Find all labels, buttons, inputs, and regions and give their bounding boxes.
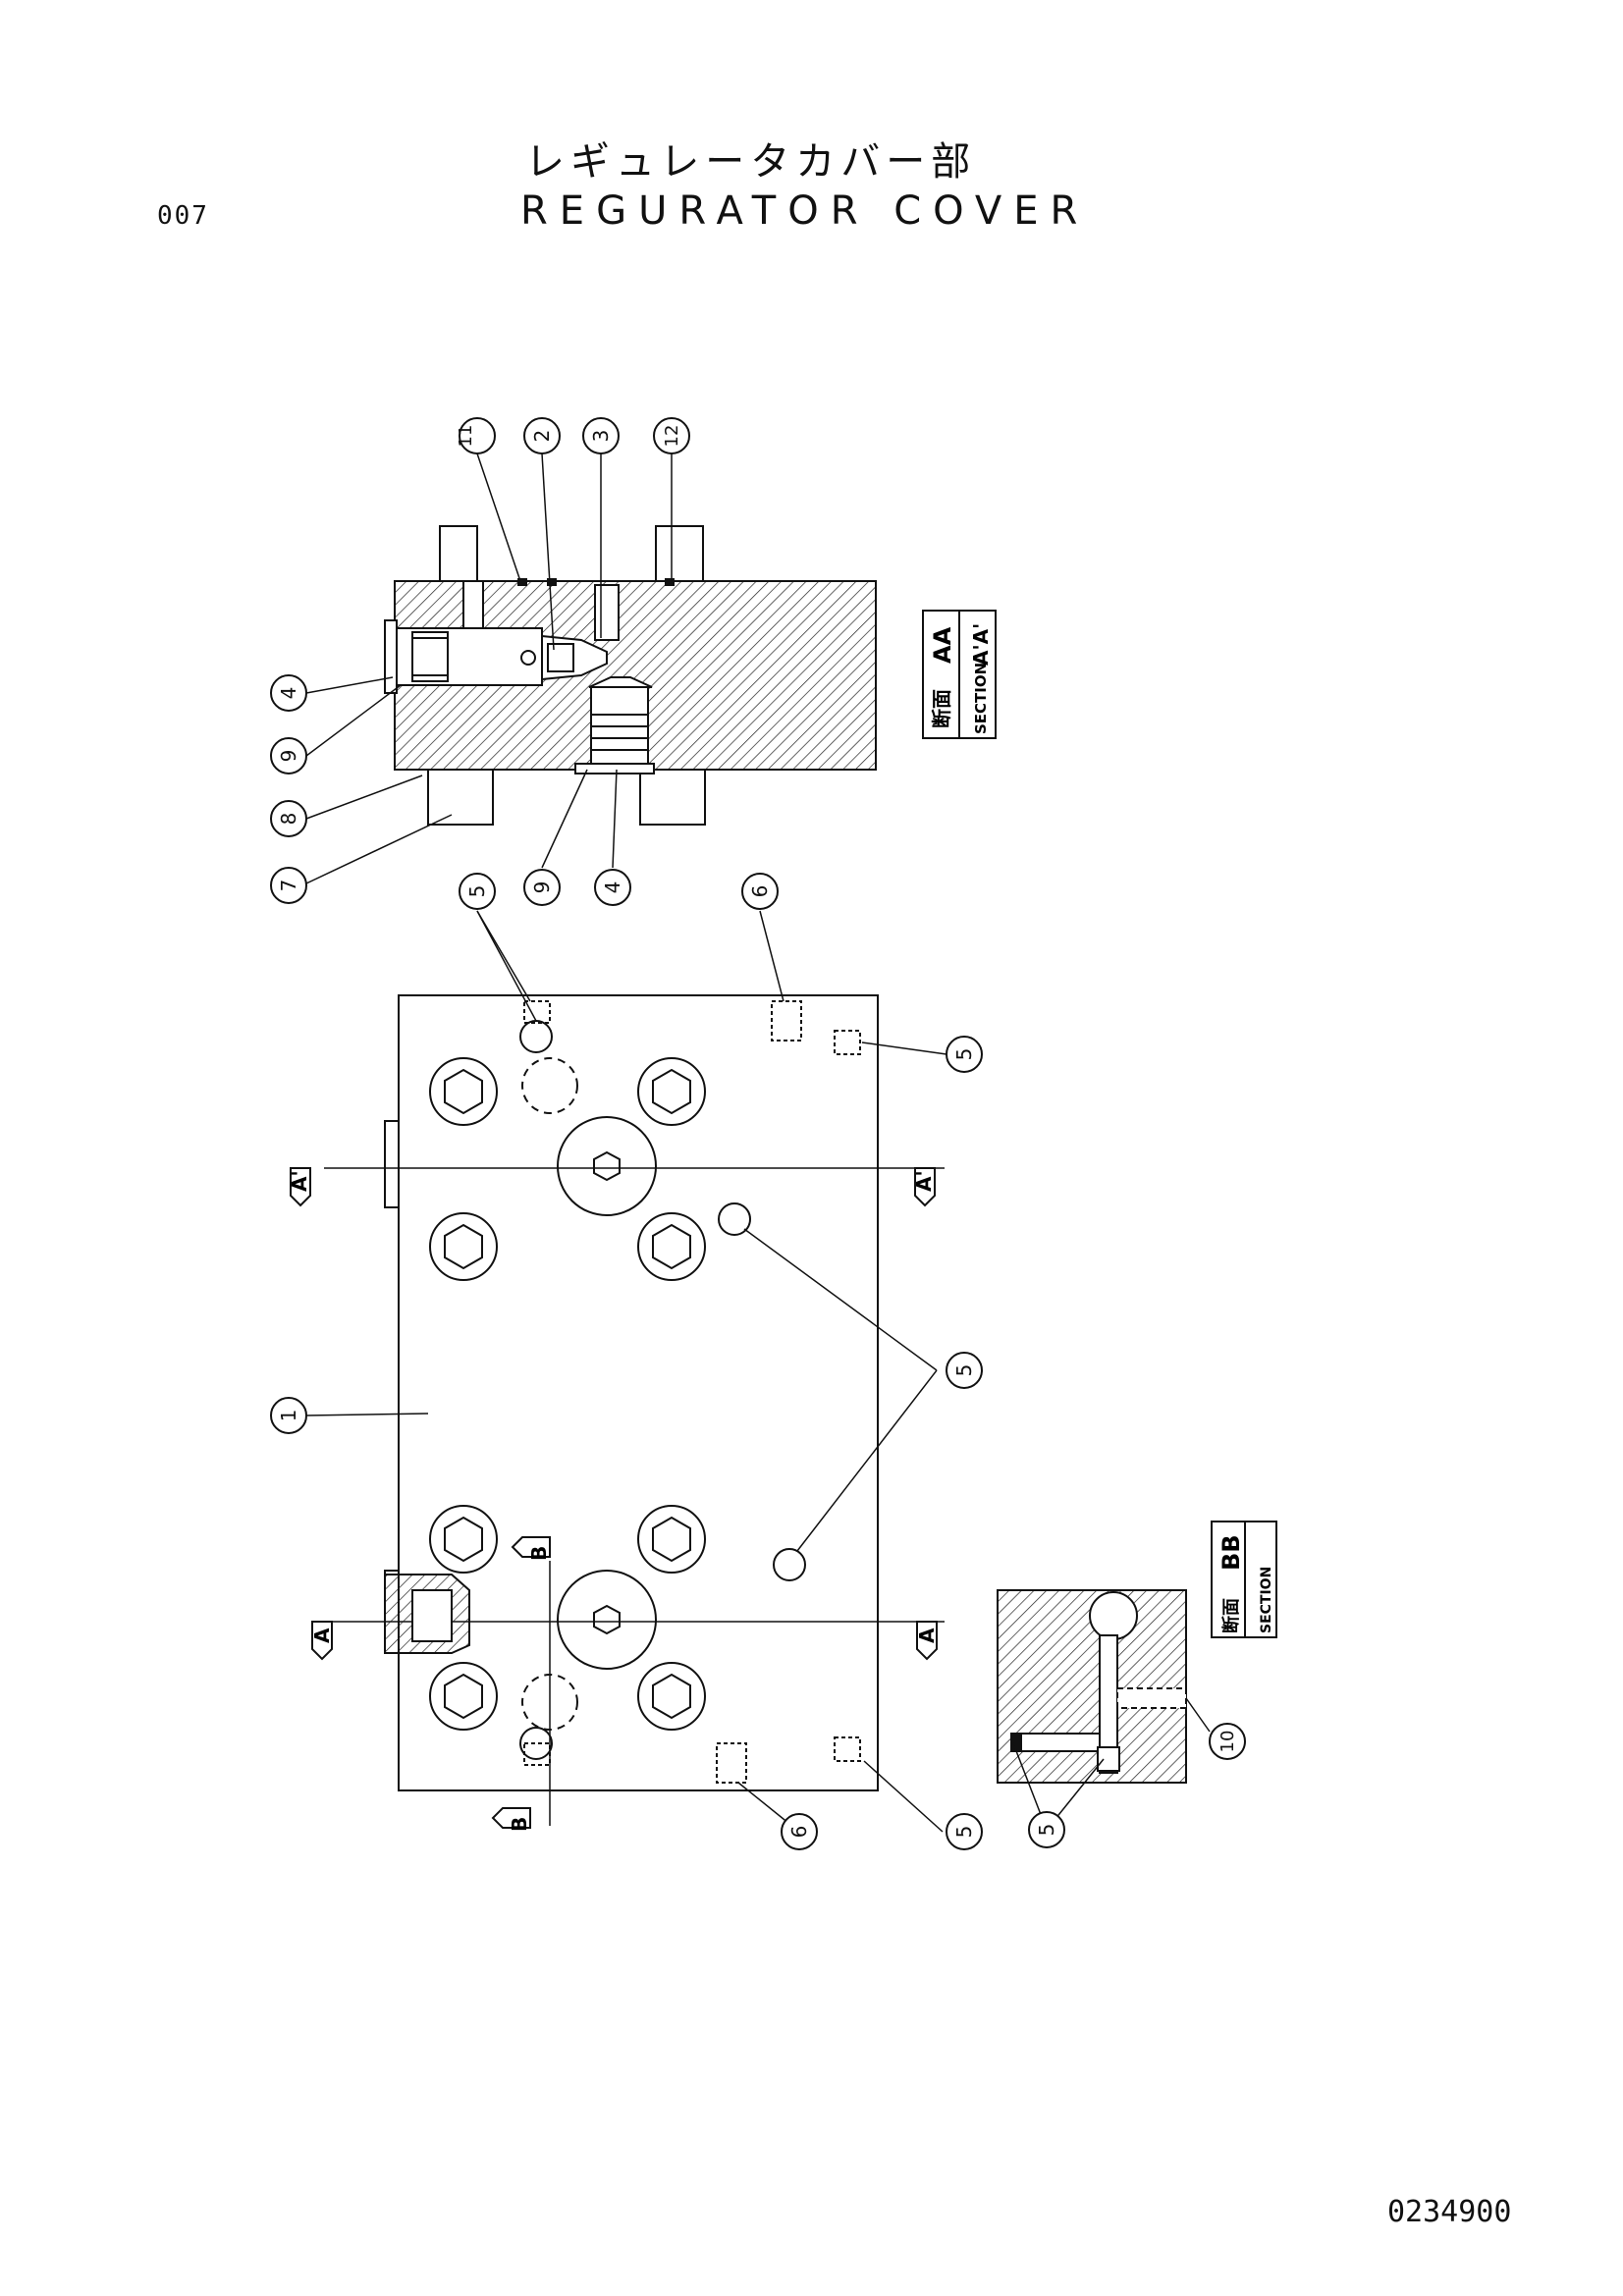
section-aa-en: SECTION xyxy=(972,663,990,734)
callout-9-bottom: 9 xyxy=(523,869,561,906)
section-marker-a-prime-left: A' xyxy=(288,1167,311,1207)
section-aa-letters: AA xyxy=(929,626,956,664)
svg-text:B: B xyxy=(508,1817,531,1832)
callout-1: 1 xyxy=(270,1397,307,1434)
svg-text:5: 5 xyxy=(465,885,489,898)
callout-5-bottom: 5 xyxy=(946,1813,983,1850)
svg-text:2: 2 xyxy=(530,430,554,443)
section-bb-en: SECTION xyxy=(1259,1567,1274,1633)
svg-text:11: 11 xyxy=(456,425,476,448)
callout-7: 7 xyxy=(270,867,307,904)
section-aa-label: 断面 SECTION AA A'A' xyxy=(922,610,997,739)
center-bolt-bottom xyxy=(557,1570,657,1670)
svg-text:9: 9 xyxy=(530,881,554,894)
svg-text:A: A xyxy=(915,1628,939,1643)
svg-text:B: B xyxy=(527,1546,551,1561)
section-marker-b-bottom: B xyxy=(491,1807,531,1832)
svg-text:10: 10 xyxy=(1217,1731,1238,1753)
title-english: REGURATOR COVER xyxy=(520,188,1090,234)
center-bolt-top xyxy=(557,1116,657,1216)
section-bb-letters: BB xyxy=(1217,1534,1245,1571)
callout-6-top: 6 xyxy=(741,873,779,910)
hex-bolt-2 xyxy=(637,1057,706,1126)
plan-view xyxy=(324,994,945,1826)
section-marker-a-left: A xyxy=(310,1621,334,1661)
section-bb-jp: 断面 xyxy=(1220,1598,1242,1633)
section-aa-jp: 断面 xyxy=(930,689,953,728)
svg-text:A': A' xyxy=(288,1170,311,1192)
callout-3: 3 xyxy=(582,417,620,454)
hex-bolt-6 xyxy=(637,1505,706,1574)
callout-11: 11 xyxy=(456,417,496,454)
hex-bolt-1 xyxy=(429,1057,498,1126)
hex-bolt-7 xyxy=(429,1662,498,1731)
callout-10: 10 xyxy=(1209,1723,1246,1760)
callouts: 11 2 3 12 4 9 8 7 9 4 5 6 5 5 1 6 5 10 5 xyxy=(270,417,1246,1850)
hex-bolt-5 xyxy=(429,1505,498,1574)
callout-6-bottom: 6 xyxy=(781,1813,818,1850)
section-marker-b-top: B xyxy=(511,1536,551,1561)
callout-5-top: 5 xyxy=(459,873,496,910)
callout-12: 12 xyxy=(653,417,690,454)
title-japanese: レギュレータカバー部 xyxy=(525,139,977,185)
callout-5-bb: 5 xyxy=(1028,1811,1065,1848)
svg-text:12: 12 xyxy=(662,425,682,448)
svg-text:4: 4 xyxy=(277,687,300,700)
svg-text:8: 8 xyxy=(277,813,300,826)
leader-lines xyxy=(305,453,1211,1833)
callout-5-right-top: 5 xyxy=(946,1036,983,1073)
hex-bolt-8 xyxy=(637,1662,706,1731)
svg-text:5: 5 xyxy=(952,1048,976,1061)
svg-text:1: 1 xyxy=(277,1410,300,1422)
section-marker-a-prime-right: A' xyxy=(912,1167,936,1207)
svg-text:6: 6 xyxy=(748,885,772,898)
svg-text:A: A xyxy=(310,1628,334,1643)
svg-text:7: 7 xyxy=(277,880,300,892)
callout-2: 2 xyxy=(523,417,561,454)
section-aa-letters-prime: A'A' xyxy=(969,623,993,666)
svg-text:3: 3 xyxy=(589,430,613,443)
callout-4-left: 4 xyxy=(270,674,307,712)
callout-9-left: 9 xyxy=(270,737,307,774)
svg-text:5: 5 xyxy=(1035,1824,1058,1837)
svg-text:5: 5 xyxy=(952,1826,976,1839)
hex-bolt-4 xyxy=(637,1212,706,1281)
section-bb-view xyxy=(997,1589,1187,1784)
svg-text:5: 5 xyxy=(952,1364,976,1377)
section-aa-view xyxy=(384,525,877,826)
callout-5-mid: 5 xyxy=(946,1352,983,1389)
svg-text:6: 6 xyxy=(787,1826,811,1839)
page-number: 007 xyxy=(157,201,209,231)
callout-4-bottom: 4 xyxy=(594,869,631,906)
section-bb-label: 断面 SECTION BB xyxy=(1211,1521,1277,1638)
svg-text:4: 4 xyxy=(601,881,624,894)
svg-text:A': A' xyxy=(912,1170,936,1192)
callout-8: 8 xyxy=(270,800,307,837)
hex-bolt-3 xyxy=(429,1212,498,1281)
document-code: 0234900 xyxy=(1387,2195,1512,2229)
section-marker-a-right: A xyxy=(915,1621,939,1661)
svg-text:9: 9 xyxy=(277,750,300,763)
